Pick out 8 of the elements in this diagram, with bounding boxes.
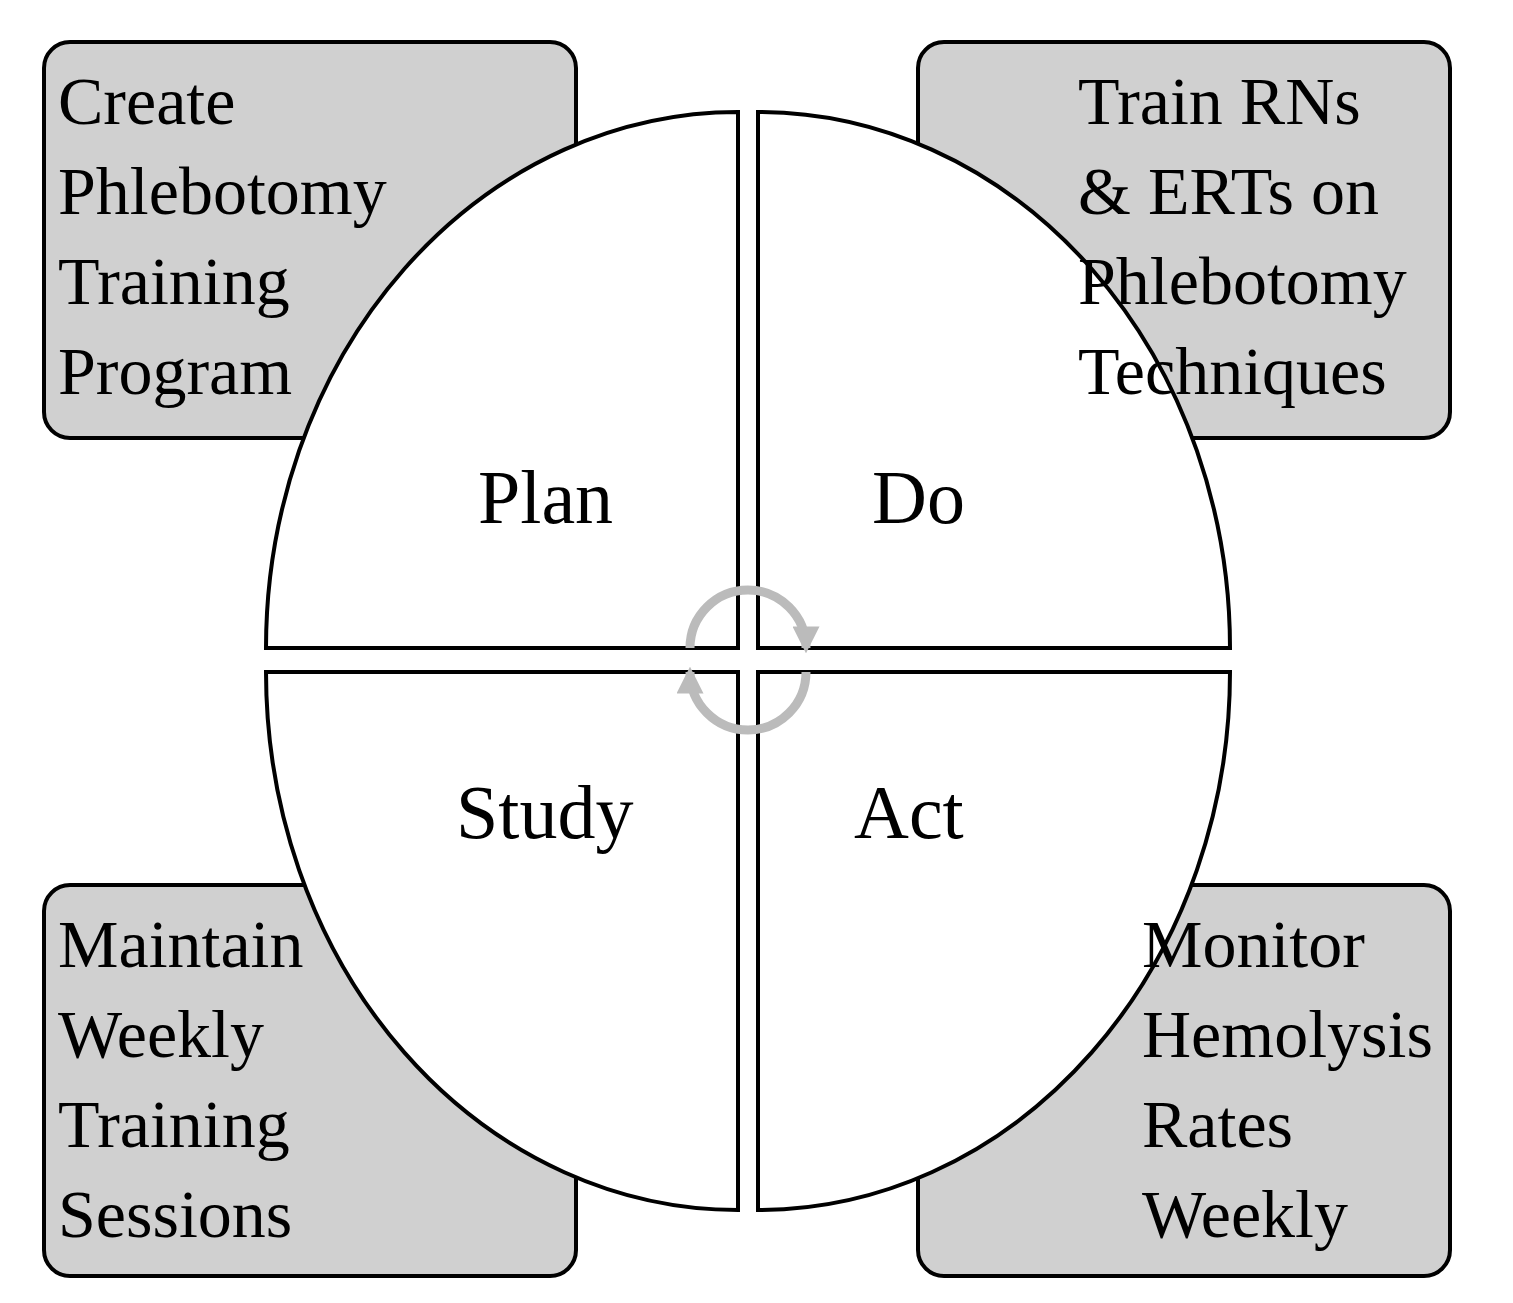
phase-label: Plan xyxy=(478,454,614,541)
cycle-arrow xyxy=(685,585,819,654)
phase-label: Do xyxy=(872,454,965,541)
step-text: Create Phlebotomy Training Program xyxy=(58,62,388,411)
cycle-arrow xyxy=(677,666,811,735)
step-text: Maintain Weekly Training Sessions xyxy=(58,905,305,1254)
phase-label: Act xyxy=(854,769,964,856)
phase-label: Study xyxy=(456,769,634,856)
